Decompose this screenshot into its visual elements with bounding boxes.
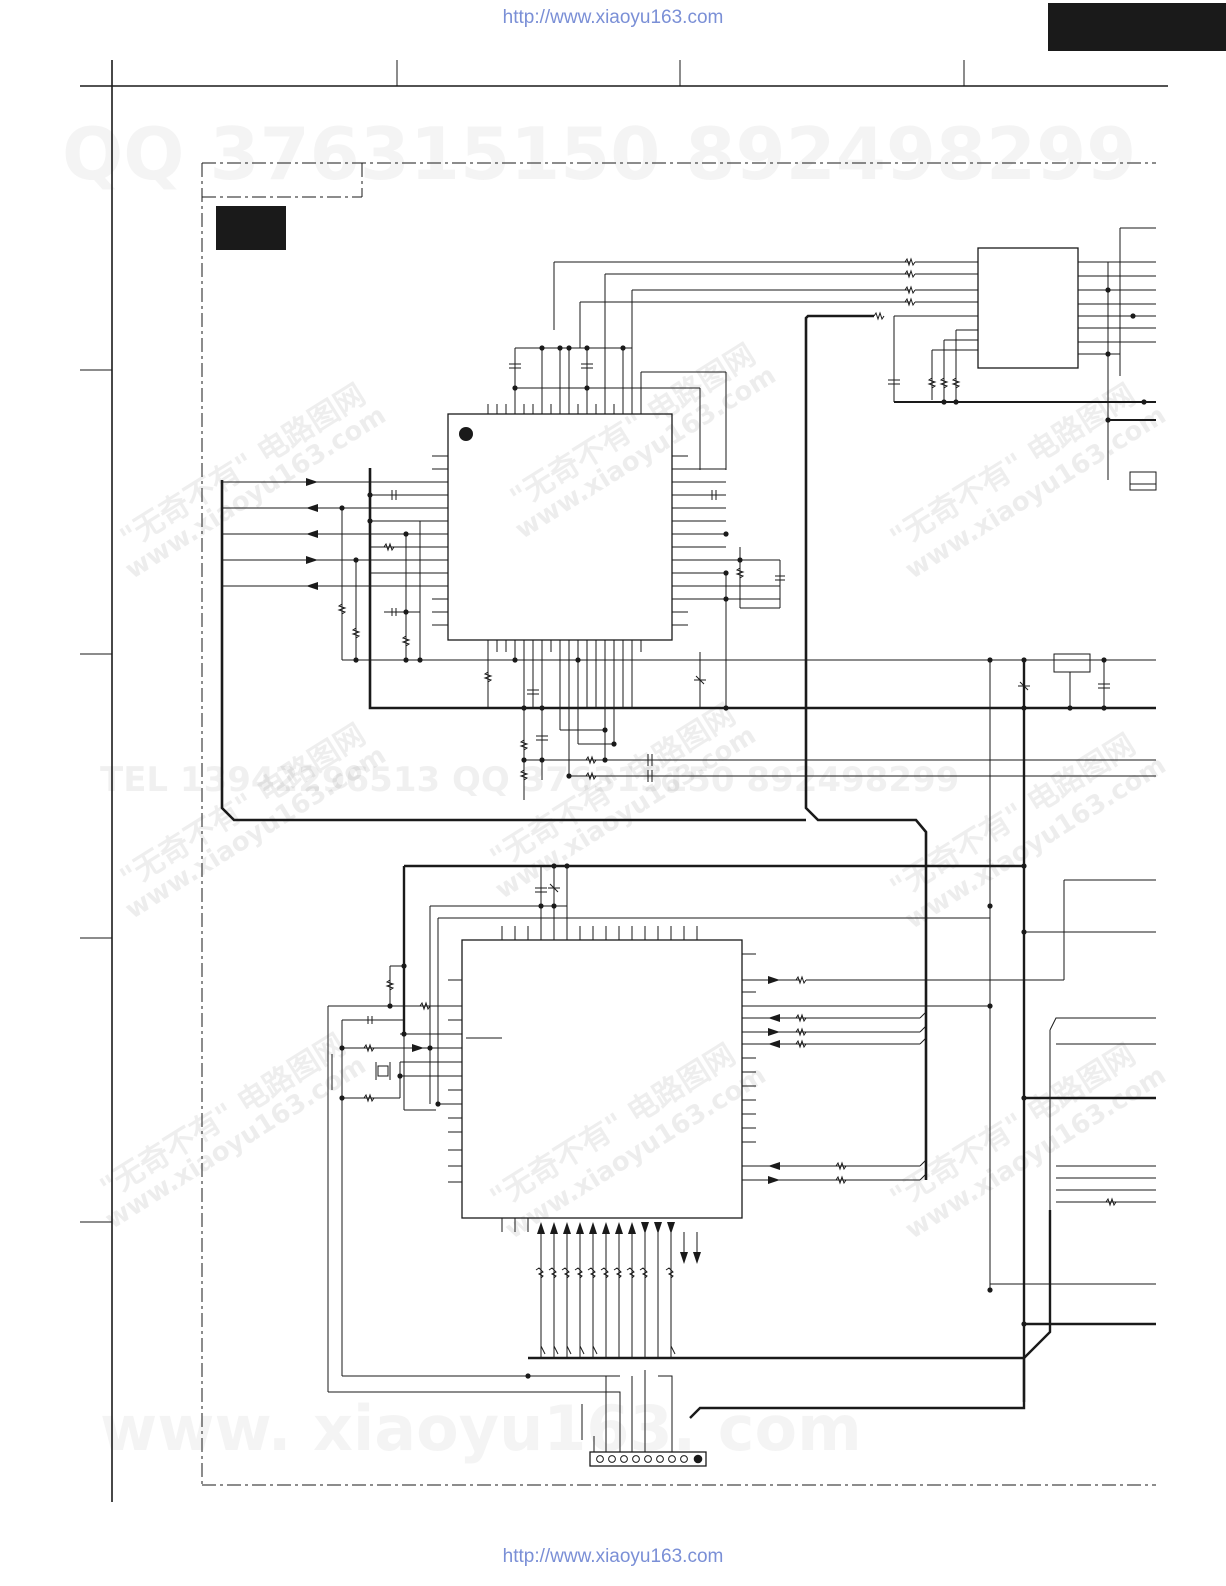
corner-block xyxy=(1048,3,1226,51)
lower-bottom-array xyxy=(525,1210,1052,1452)
lower-right-signals xyxy=(768,879,1156,1185)
top-resistors xyxy=(904,257,978,307)
ic-lower xyxy=(400,906,990,1232)
pin1-marker xyxy=(459,427,473,441)
source-url-top[interactable]: http://www.xiaoyu163.com xyxy=(502,7,724,28)
thick-bus-right xyxy=(220,314,1156,1180)
section-label-block xyxy=(216,206,286,250)
right-middle-regulator xyxy=(987,653,1110,1402)
page-frame xyxy=(80,3,1226,1502)
upper-top-wiring xyxy=(509,261,910,470)
ic-upper xyxy=(370,290,780,730)
lower-right-bus xyxy=(990,929,1156,1327)
upper-left-signals xyxy=(222,478,1156,663)
upper-bottom-passives xyxy=(483,652,1156,800)
board-outline xyxy=(201,162,1156,1486)
ic-top-right xyxy=(873,227,1157,491)
lower-top-wiring xyxy=(402,863,1027,1293)
source-url-bottom[interactable]: http://www.xiaoyu163.com xyxy=(502,1546,724,1567)
upper-right-passives xyxy=(694,490,785,711)
connector xyxy=(589,1451,707,1467)
lower-left-network xyxy=(327,963,620,1393)
